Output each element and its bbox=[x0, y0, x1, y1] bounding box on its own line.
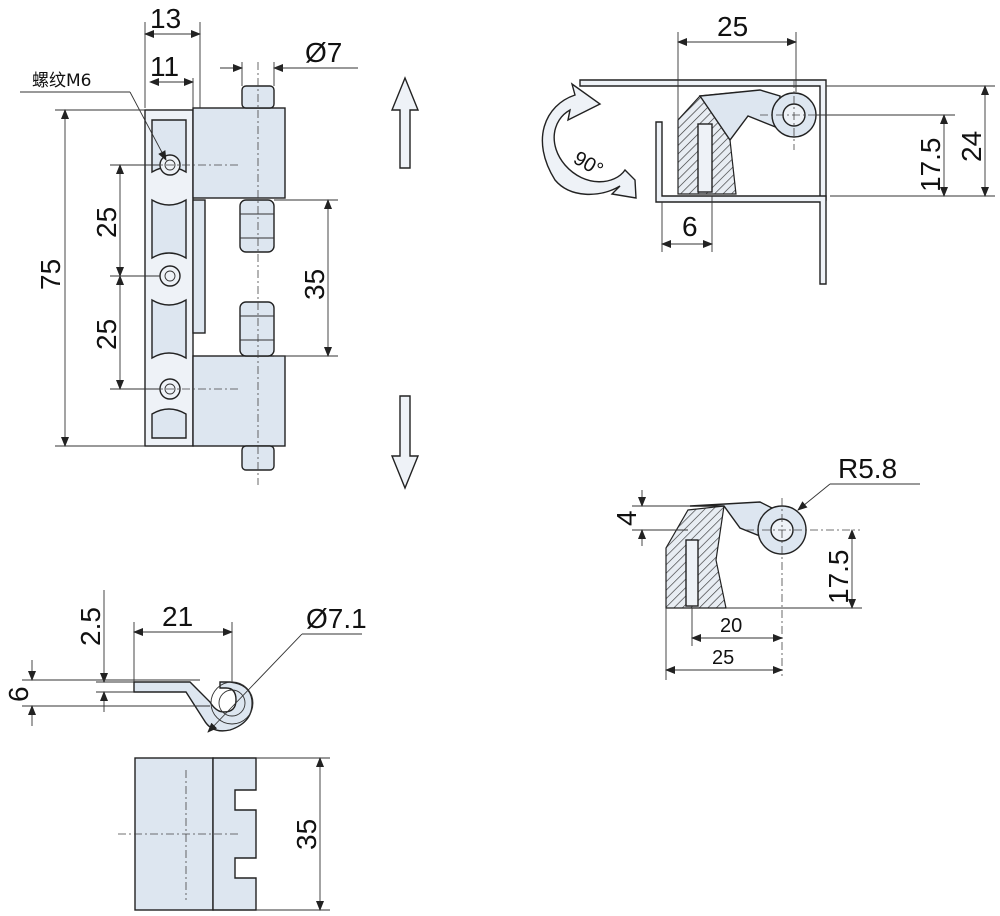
frame-bracket bbox=[655, 121, 827, 285]
dim-11: 11 bbox=[150, 51, 179, 82]
dim-4: 4 bbox=[611, 510, 642, 526]
upper-spring-pin bbox=[239, 199, 275, 253]
dim-25-lower: 25 bbox=[91, 319, 122, 350]
front-view: 13 11 Ø7 螺纹M6 75 25 25 35 bbox=[20, 3, 358, 485]
leaf-bore bbox=[685, 539, 699, 607]
dim-24: 24 bbox=[956, 131, 987, 162]
direction-arrows bbox=[390, 76, 420, 490]
down-arrow-icon bbox=[390, 395, 420, 490]
dim-25-mid: 25 bbox=[712, 647, 734, 669]
plate-slot bbox=[151, 198, 187, 260]
dim-13: 13 bbox=[150, 3, 181, 34]
thread-note: 螺纹M6 bbox=[32, 71, 91, 91]
dim-dia7: Ø7 bbox=[305, 37, 342, 68]
dim-20: 20 bbox=[720, 615, 742, 637]
plate-slot bbox=[151, 298, 187, 360]
side-view-leaf: R5.8 4 17.5 20 25 bbox=[611, 453, 920, 680]
rotation-arrow-icon bbox=[541, 82, 637, 199]
up-arrow-icon bbox=[390, 76, 420, 169]
dim-6: 6 bbox=[682, 211, 698, 242]
lower-knuckle bbox=[192, 355, 286, 447]
dim-17-5-mid: 17.5 bbox=[823, 550, 854, 605]
dim-35-plan: 35 bbox=[291, 819, 322, 850]
dim-2-5: 2.5 bbox=[75, 607, 106, 646]
plan-view: 35 bbox=[118, 757, 330, 911]
dim-35: 35 bbox=[299, 269, 330, 300]
leaf-middle bbox=[192, 199, 206, 334]
lower-spring-pin bbox=[239, 301, 275, 357]
dim-6-bottom: 6 bbox=[3, 686, 34, 702]
dim-75: 75 bbox=[35, 259, 66, 290]
dim-r5-8: R5.8 bbox=[838, 453, 897, 484]
dim-17-5: 17.5 bbox=[915, 138, 946, 193]
bore bbox=[697, 123, 713, 193]
screw-hole bbox=[159, 265, 181, 287]
plate-slot bbox=[151, 408, 187, 439]
side-view-flat: 2.5 21 Ø7.1 6 bbox=[3, 590, 367, 733]
upper-knuckle bbox=[192, 107, 286, 199]
dim-25: 25 bbox=[717, 11, 748, 42]
dim-25-upper: 25 bbox=[91, 207, 122, 238]
dim-dia7-1: Ø7.1 bbox=[306, 603, 367, 634]
side-view-open: 90° 25 17.5 24 6 bbox=[541, 11, 995, 285]
flat-leaf-profile bbox=[133, 681, 253, 732]
dim-21: 21 bbox=[162, 601, 193, 632]
